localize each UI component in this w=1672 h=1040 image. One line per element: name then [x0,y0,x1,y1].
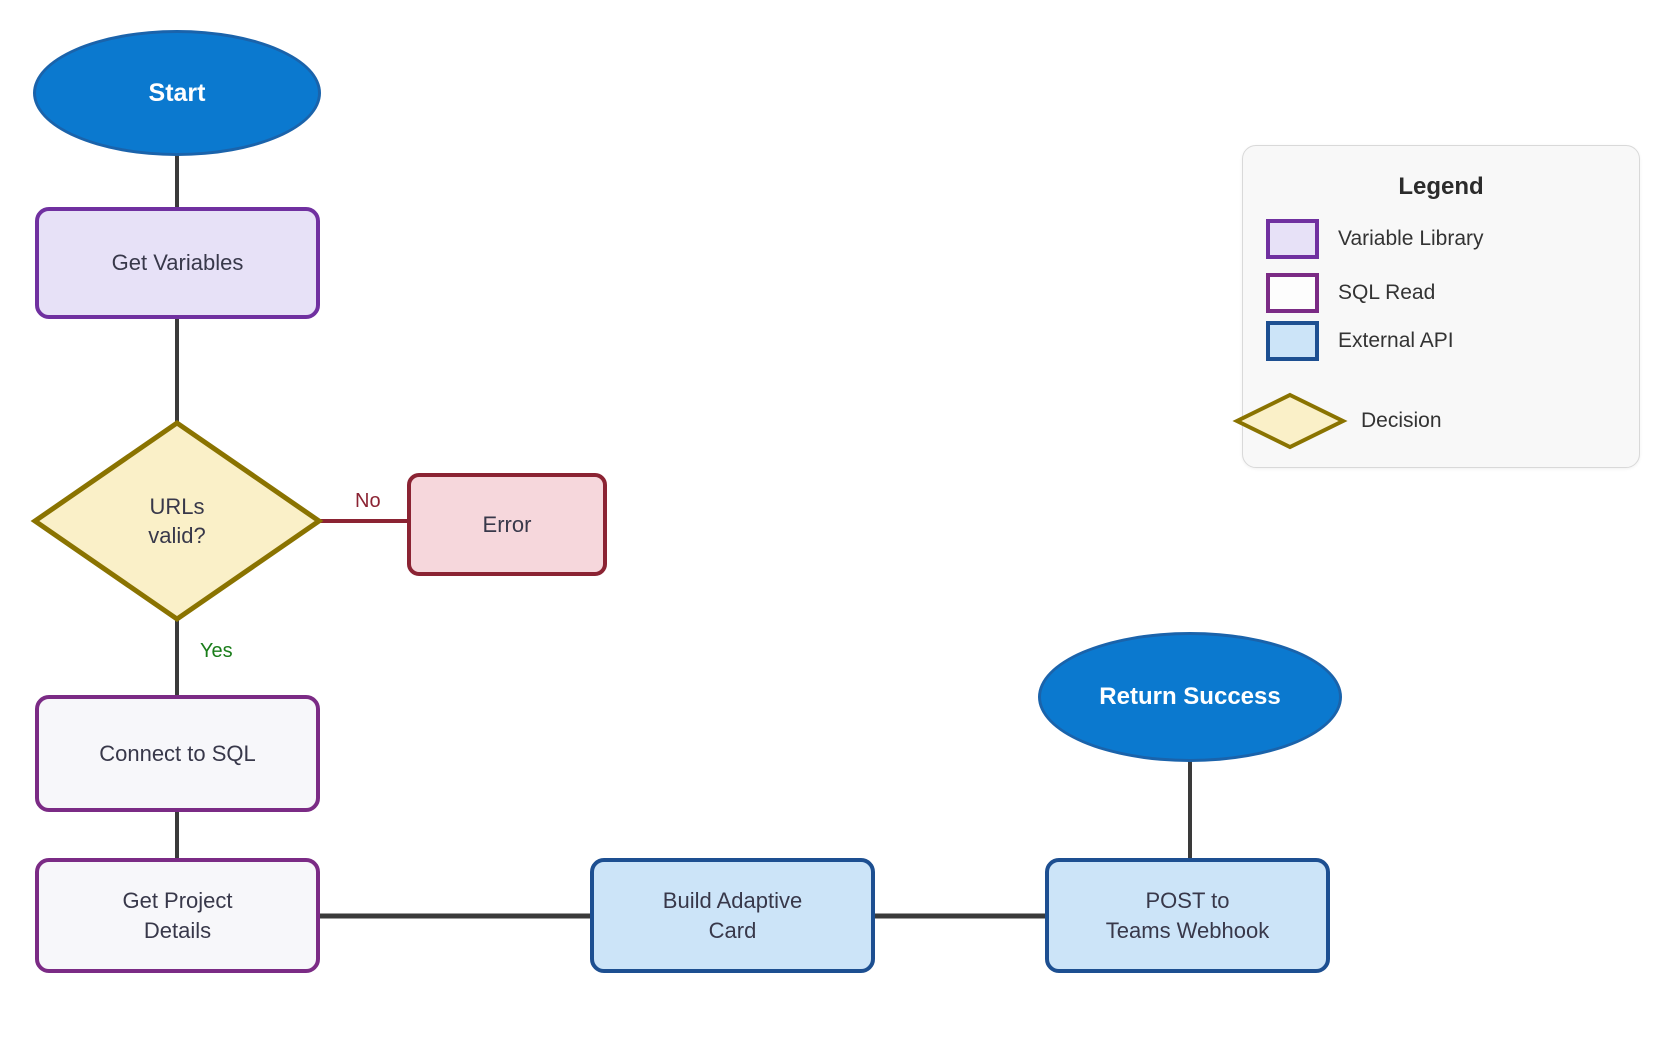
legend-title: Legend [1398,173,1484,200]
node-start: Start [33,30,321,156]
node-post-to-teams-webhook: POST to Teams Webhook [1045,858,1330,973]
variable-library-swatch-icon [1266,219,1319,259]
decision-diamond-shape [30,419,324,623]
legend-item-variable-library: Variable Library [1266,219,1484,259]
node-urls-valid-label: URLs valid? [148,493,206,548]
node-get-variables: Get Variables [35,207,320,319]
node-get-project-details: Get Project Details [35,858,320,973]
legend-item-label: Decision [1361,409,1442,432]
legend-item-label: Variable Library [1338,227,1484,250]
legend-item-label: SQL Read [1338,281,1436,304]
edge-label-no: No [355,490,381,512]
legend-item-external-api: External API [1266,321,1454,361]
node-connect-to-sql: Connect to SQL [35,695,320,812]
node-return-success: Return Success [1038,632,1342,762]
legend-decision-diamond-icon [1232,392,1348,450]
node-build-adaptive-card: Build Adaptive Card [590,858,875,973]
legend-item-label: External API [1338,329,1454,352]
sql-read-swatch-icon [1266,273,1319,313]
legend-item-sql-read: SQL Read [1266,273,1435,313]
edge-label-yes: Yes [200,640,233,662]
external-api-swatch-icon [1266,321,1319,361]
node-error: Error [407,473,607,576]
